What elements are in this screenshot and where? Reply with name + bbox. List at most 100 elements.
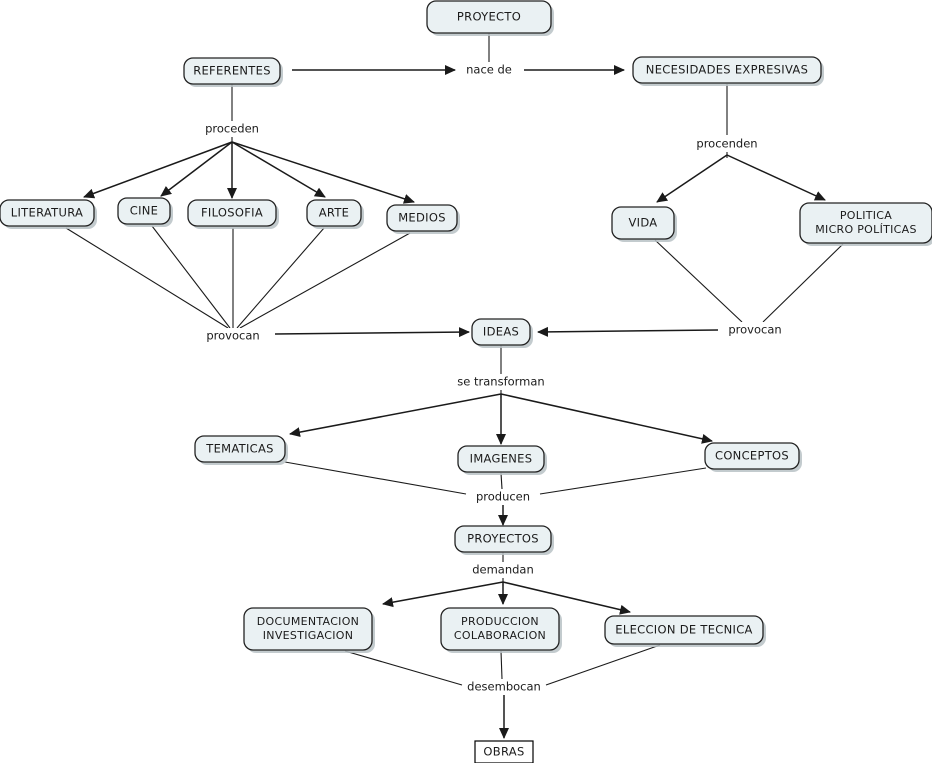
link-label-proceden: proceden [203, 121, 261, 137]
link-label-provocan-right: provocan [726, 322, 784, 338]
node-label: VIDA [629, 216, 658, 230]
edge-proc-arte [231, 141, 326, 198]
edge-trans-conceptos [500, 393, 713, 444]
link-label-se-transforman: se transforman [454, 374, 548, 390]
link-label-backdrop [474, 562, 532, 578]
edge-imagenes-producen [500, 472, 503, 490]
node-box[interactable] [704, 442, 800, 470]
node-arte[interactable]: ARTE [306, 199, 364, 229]
node-label: MICRO POLÍTICAS [815, 223, 917, 236]
node-label: PRODUCCION [461, 615, 539, 628]
node-label: DOCUMENTACION [257, 615, 359, 628]
node-label: PROYECTO [457, 10, 521, 24]
node-box[interactable] [426, 0, 552, 34]
link-label-backdrop [695, 136, 759, 152]
node-filosofia[interactable]: FILOSOFIA [187, 199, 279, 229]
edge-doc-desembocan [344, 650, 463, 686]
node-necesidades[interactable]: NECESIDADES EXPRESIVAS [632, 56, 824, 86]
node-tematicas[interactable]: TEMATICAS [194, 435, 288, 465]
link-label-text: producen [476, 490, 530, 504]
link-label-layer: nace de proceden procenden provocan provocan… [203, 62, 784, 695]
edge-proc-literatura [83, 141, 233, 199]
edge-proc2-politica [726, 154, 826, 201]
link-label-procenden: procenden [695, 136, 759, 152]
link-label-backdrop [204, 328, 262, 344]
node-label: OBRAS [483, 745, 524, 759]
node-label: IMAGENES [470, 452, 533, 466]
node-obras[interactable]: OBRAS [474, 740, 534, 763]
node-label: MEDIOS [398, 211, 446, 225]
link-label-backdrop [474, 489, 532, 505]
node-label: ELECCION DE TECNICA [615, 623, 752, 637]
edge-literatura-prov [65, 227, 229, 329]
link-label-text: se transforman [457, 375, 544, 389]
edge-conceptos-producen [539, 467, 707, 495]
edge-elec-desembocan [545, 644, 661, 686]
link-label-text: proceden [205, 122, 259, 136]
node-label: LITERATURA [11, 206, 83, 220]
node-label: INVESTIGACION [263, 629, 353, 642]
link-label-demandan: demandan [472, 562, 534, 578]
node-box[interactable] [0, 199, 95, 227]
node-literatura[interactable]: LITERATURA [0, 199, 97, 229]
node-label: PROYECTOS [467, 532, 539, 546]
node-box[interactable] [187, 199, 277, 227]
node-imagenes[interactable]: IMAGENES [457, 445, 547, 475]
link-label-text: procenden [696, 137, 757, 151]
node-box[interactable] [474, 740, 534, 763]
link-label-text: provocan [206, 329, 259, 343]
link-label-text: provocan [728, 323, 781, 337]
node-box[interactable] [454, 525, 552, 553]
edge-proc-cine [160, 141, 233, 197]
node-box[interactable] [457, 445, 545, 473]
edge-dem-eleccion [502, 581, 631, 615]
node-eleccion[interactable]: ELECCION DE TECNICA [604, 615, 766, 647]
edge-dem-documentacion [382, 581, 504, 608]
node-cine[interactable]: CINE [117, 197, 173, 227]
link-label-backdrop [463, 62, 515, 78]
node-label: REFERENTES [193, 64, 271, 78]
node-box[interactable] [604, 615, 764, 645]
node-box[interactable] [183, 57, 281, 85]
node-box[interactable] [117, 197, 171, 225]
node-label: CONCEPTOS [715, 449, 789, 463]
node-box[interactable] [611, 206, 675, 240]
edge-cine-prov [151, 225, 231, 329]
node-box[interactable] [306, 199, 362, 227]
node-proyecto[interactable]: PROYECTO [426, 0, 554, 36]
node-box[interactable] [471, 318, 531, 346]
edge-provocan2-ideas [537, 326, 719, 337]
link-label-backdrop [726, 322, 784, 338]
link-label-producen: producen [474, 489, 532, 505]
edge-arte-prov [236, 227, 325, 329]
node-vida[interactable]: VIDA [611, 206, 677, 242]
edge-proc-medios [231, 141, 415, 204]
edge-politica-prov [762, 243, 844, 323]
node-label: POLITICA [840, 209, 892, 222]
edge-medios-prov [239, 232, 411, 329]
node-box[interactable] [194, 435, 286, 463]
node-conceptos[interactable]: CONCEPTOS [704, 442, 802, 472]
node-label: COLABORACION [454, 629, 546, 642]
edge-proc2-vida [656, 154, 728, 203]
node-box[interactable] [243, 607, 373, 651]
node-ideas[interactable]: IDEAS [471, 318, 533, 348]
link-label-text: desembocan [467, 680, 541, 694]
edge-tematicas-producen [284, 461, 467, 495]
link-label-nace-de: nace de [463, 62, 515, 78]
node-box[interactable] [799, 202, 932, 244]
link-label-backdrop [469, 679, 539, 695]
node-referentes[interactable]: REFERENTES [183, 57, 283, 87]
link-label-text: demandan [472, 563, 534, 577]
node-box[interactable] [440, 607, 560, 651]
node-label: ARTE [319, 206, 350, 220]
node-proyectos[interactable]: PROYECTOS [454, 525, 554, 555]
node-box[interactable] [632, 56, 822, 84]
node-box[interactable] [386, 204, 458, 232]
node-medios[interactable]: MEDIOS [386, 204, 460, 234]
